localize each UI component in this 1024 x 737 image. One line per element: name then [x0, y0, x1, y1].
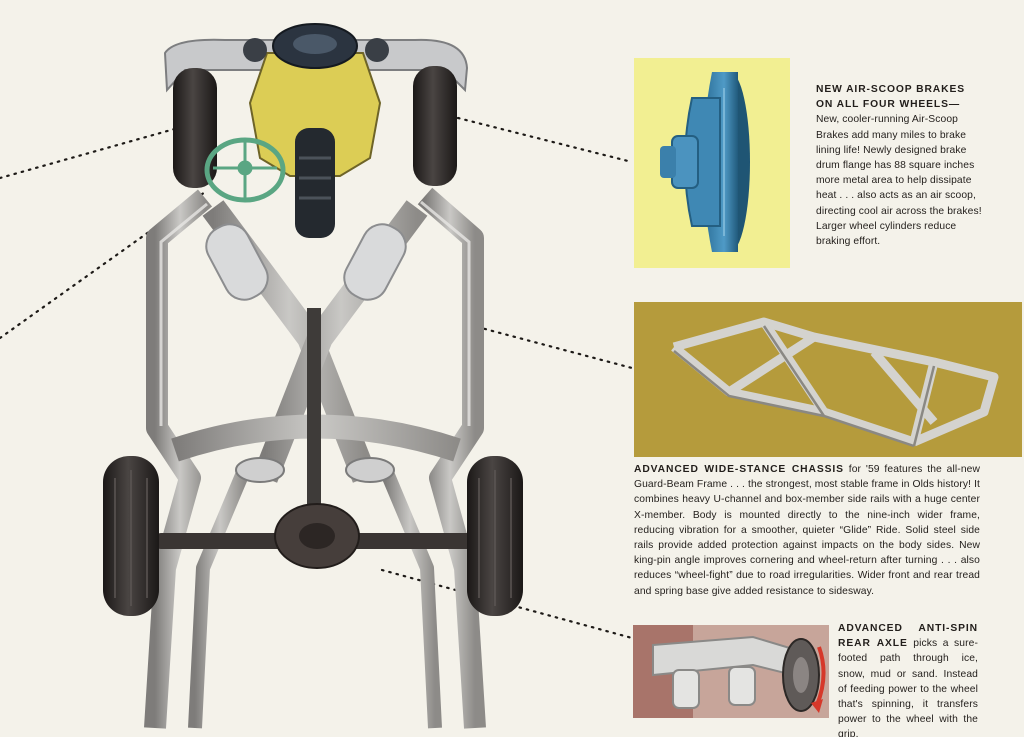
front-left-tire: [173, 68, 217, 188]
brake-drum-panel: [634, 58, 790, 268]
brakes-caption: NEW AIR-SCOOP BRAKES ON ALL FOUR WHEELS—…: [816, 82, 982, 249]
chassis-caption: ADVANCED WIDE-STANCE CHASSIS for '59 fea…: [634, 462, 980, 599]
engine: [243, 23, 389, 238]
chassis-body: for '59 features the all-new Guard-Beam …: [634, 464, 981, 597]
rear-inner-rail-right: [378, 465, 442, 729]
rotation-arrow: [815, 646, 826, 706]
rear-left-spring: [235, 457, 285, 483]
drive-shaft: [307, 308, 321, 508]
rear-inner-rail-left: [188, 465, 252, 729]
guard-beam-frame-illustration: [671, 317, 999, 448]
guard-beam-frame-panel: [634, 302, 1022, 457]
brake-drum-illustration: [660, 72, 750, 252]
frame-left-rail: [144, 189, 213, 729]
anti-spin-axle-illustration: [633, 625, 826, 718]
brakes-headline: NEW AIR-SCOOP BRAKES ON ALL FOUR WHEELS—: [816, 84, 966, 111]
axle-body: picks a sure-footed path through ice, sn…: [838, 638, 978, 737]
front-right-tire: [413, 66, 457, 186]
axle-headline: ADVANCED ANTI-SPIN REAR AXLE: [838, 623, 978, 650]
brakes-body: New, cooler-running Air-Scoop Brakes add…: [816, 114, 982, 248]
chassis-headline: ADVANCED WIDE-STANCE CHASSIS: [634, 464, 844, 475]
left-muffler: [205, 223, 269, 301]
chassis-illustration: [103, 23, 523, 729]
steering-wheel: [204, 137, 286, 203]
axle-caption: ADVANCED ANTI-SPIN REAR AXLE picks a sur…: [838, 621, 978, 737]
rear-right-spring: [345, 457, 395, 483]
frame-right-rail: [417, 187, 486, 729]
anti-spin-axle-panel: [633, 625, 829, 718]
right-muffler: [343, 223, 407, 301]
